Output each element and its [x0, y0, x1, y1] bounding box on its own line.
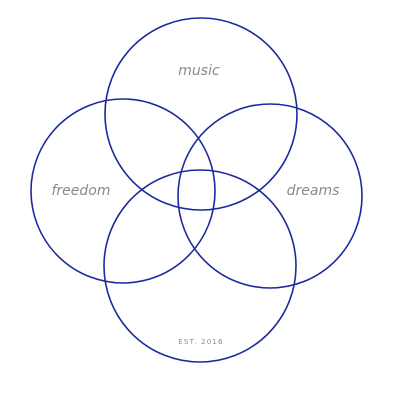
circle-right [177, 103, 363, 289]
label-top: music [178, 63, 220, 79]
circle-top [104, 17, 298, 211]
circle-bottom [103, 169, 297, 363]
circle-left [30, 98, 216, 284]
label-right: dreams [287, 183, 340, 199]
label-bottom: EST. 2016 [178, 338, 223, 346]
label-left: freedom [51, 183, 110, 199]
